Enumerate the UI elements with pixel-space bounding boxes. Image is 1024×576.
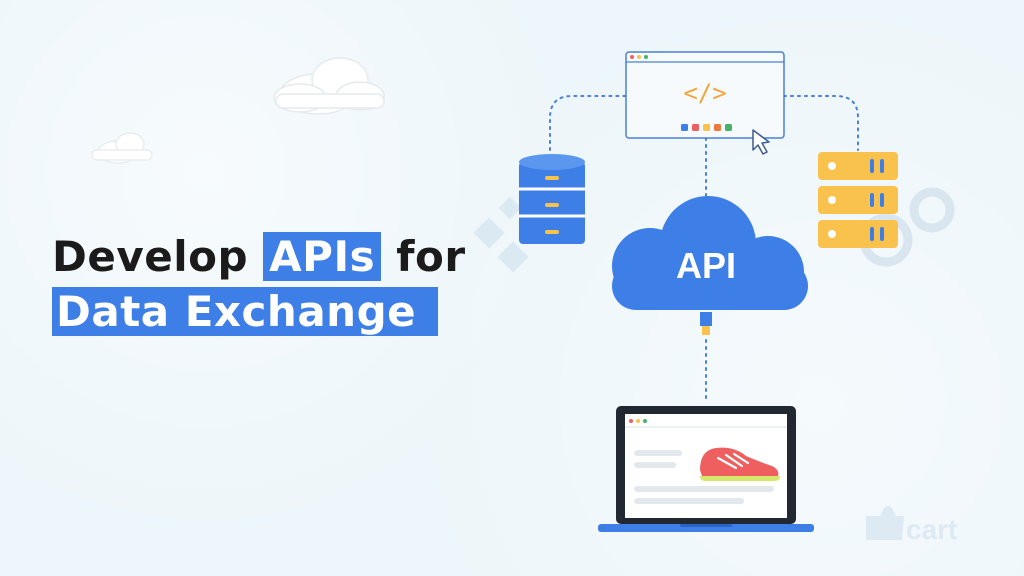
cloud-icon (612, 196, 808, 310)
cursor-icon (752, 129, 770, 155)
browser-window-icon (625, 51, 785, 139)
decorative-cloud-large (273, 57, 385, 115)
brand-logo-text: cart (906, 514, 957, 545)
connector-lines (549, 95, 859, 401)
headline-line-1: Develop APIs for (52, 232, 466, 281)
shoe-image (700, 447, 780, 481)
code-brackets-glyph: </> (683, 79, 726, 107)
cart-logo (866, 506, 904, 540)
status-dots (681, 124, 732, 131)
cloud-label: API (676, 245, 736, 286)
server-stack-icon (818, 152, 898, 248)
database-icon (519, 154, 585, 244)
headline-highlight-apis: APIs (263, 232, 382, 281)
headline: Develop APIs for Data Exchange (52, 232, 466, 336)
headline-text-develop: Develop (52, 232, 264, 281)
headline-text-for: for (381, 232, 466, 281)
decorative-cloud-small (91, 132, 153, 164)
headline-line-2: Data Exchange (52, 287, 439, 336)
connector-plug (700, 312, 712, 335)
